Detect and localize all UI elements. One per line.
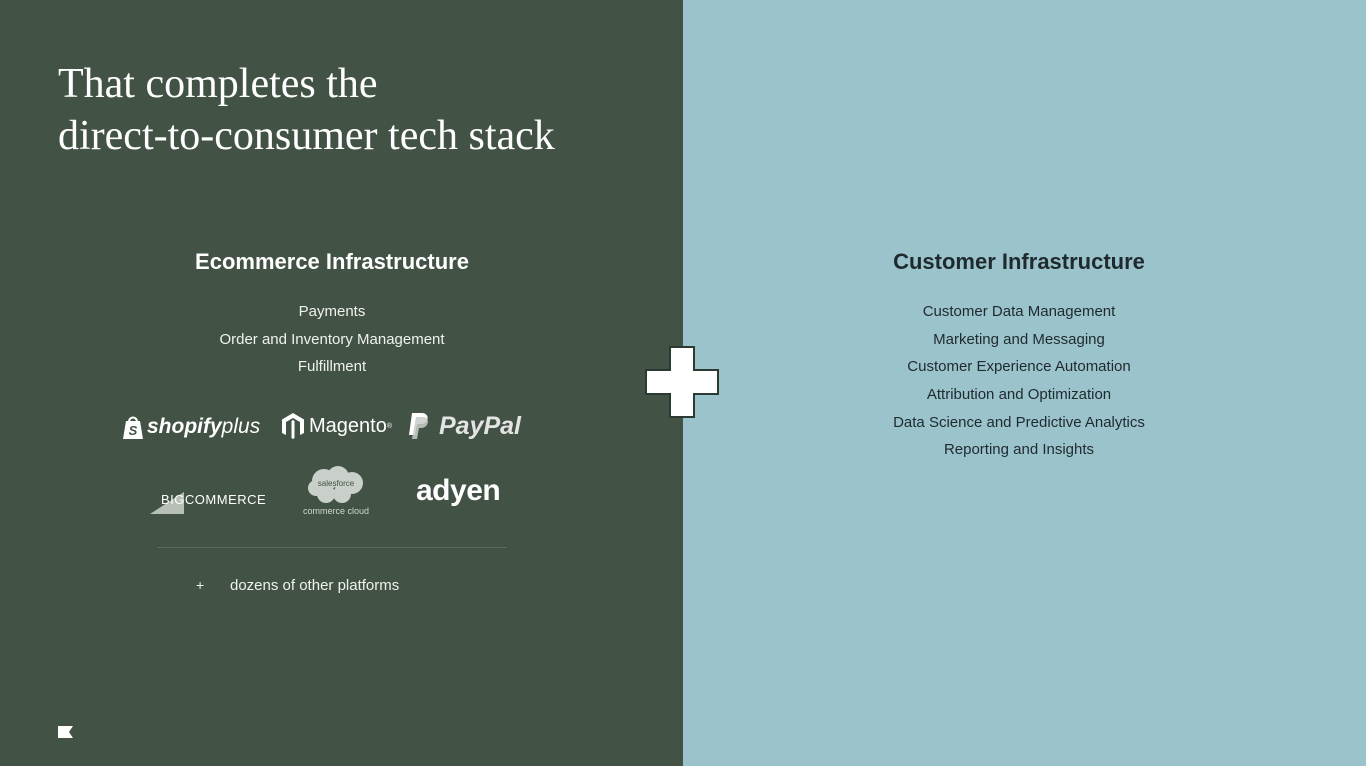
title-line-2: direct-to-consumer tech stack (58, 113, 555, 159)
adyen-logo: adyen (416, 474, 501, 508)
right-panel (683, 0, 1366, 766)
left-panel (0, 0, 683, 766)
salesforce-subtitle: commerce cloud (302, 506, 370, 516)
bigcommerce-triangle-icon (150, 491, 184, 514)
magento-word: Magento (309, 414, 387, 437)
ecommerce-feature-list: Payments Order and Inventory Management … (132, 298, 532, 381)
divider (157, 547, 507, 548)
customer-feature: Customer Data Management (922, 303, 1116, 320)
salesforce-cloud-icon (308, 466, 363, 503)
customer-feature: Reporting and Insights (943, 441, 1095, 459)
customer-feature-list: Customer Data Management Marketing and M… (819, 298, 1219, 464)
slide-title: That completes the direct-to-consumer te… (58, 58, 555, 162)
more-plus-sign: + (196, 577, 205, 593)
customer-feature: Customer Experience Automation (907, 358, 1131, 376)
plus-icon (645, 346, 719, 418)
ecommerce-feature: Order and Inventory Management (219, 330, 445, 348)
bigcommerce-big-mark: BIG (150, 490, 185, 514)
magento-hex-icon (282, 413, 304, 439)
paypal-logo: PayPal (407, 408, 521, 444)
salesforce-commerce-cloud-logo: salesforce commerce cloud (298, 466, 374, 518)
customer-feature: Marketing and Messaging (933, 330, 1105, 348)
shopify-bag-icon: S (123, 416, 143, 439)
bigcommerce-word: COMMERCE (184, 491, 267, 507)
ecommerce-feature: Payments (298, 303, 366, 320)
bigcommerce-logo: BIG COMMERCE (150, 484, 267, 514)
customer-feature: Data Science and Predictive Analytics (893, 413, 1145, 431)
adyen-word: adyen (416, 474, 501, 507)
magento-logo: Magento® (281, 410, 392, 442)
paypal-p-icon (409, 413, 428, 439)
shopify-plus-word: plus (221, 415, 261, 438)
svg-text:S: S (129, 423, 138, 438)
ecommerce-feature: Fulfillment (297, 358, 367, 376)
shopify-word: shopify (147, 415, 222, 438)
paypal-word: PayPal (439, 411, 522, 440)
customer-feature: Attribution and Optimization (926, 386, 1112, 404)
bigcommerce-big-word: BIG (161, 491, 185, 507)
flag-icon (58, 726, 73, 738)
more-platforms-text: dozens of other platforms (230, 577, 400, 594)
customer-heading: Customer Infrastructure (893, 249, 1145, 274)
title-line-1: That completes the (58, 61, 378, 107)
magento-mark: ® (386, 422, 393, 430)
ecommerce-heading: Ecommerce Infrastructure (195, 249, 469, 274)
salesforce-word: salesforce (317, 479, 355, 488)
